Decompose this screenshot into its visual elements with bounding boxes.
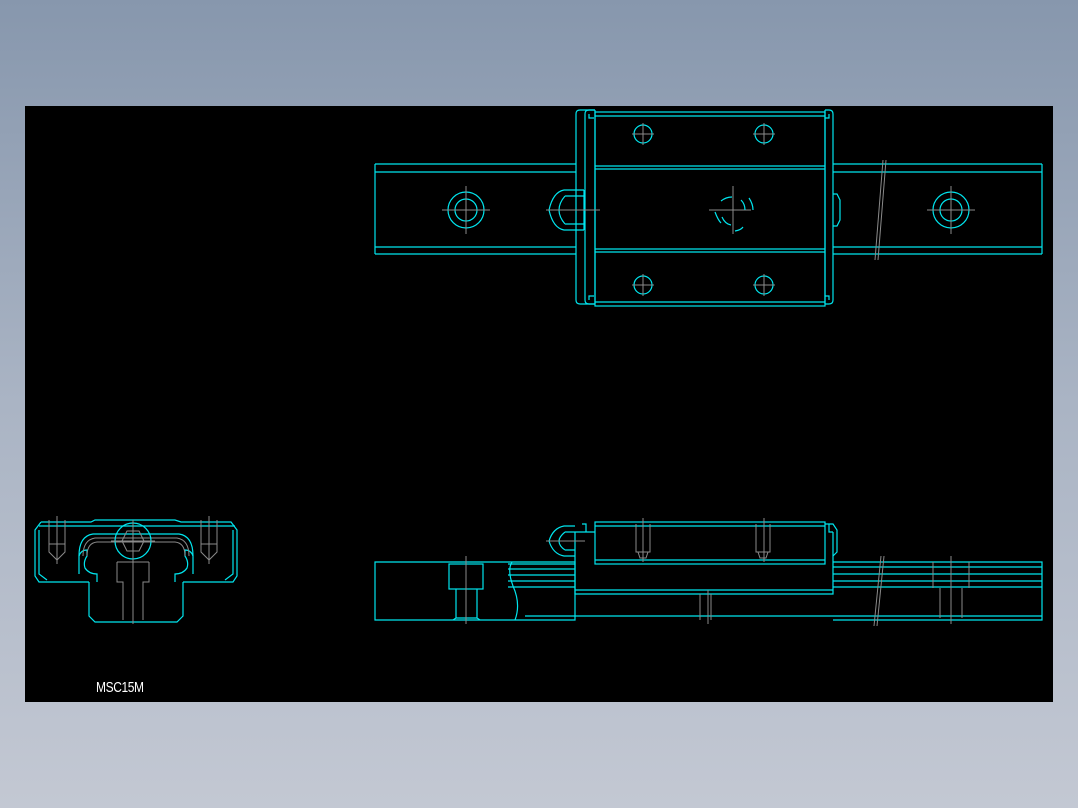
end-view (34, 516, 238, 624)
rail-right (833, 163, 1043, 255)
cad-drawing (34, 109, 1043, 627)
rail-side-left (374, 561, 576, 621)
grease-nipple (546, 189, 600, 231)
grease-nipple-side (546, 525, 585, 557)
carriage-body (594, 111, 826, 307)
side-view (374, 518, 1043, 627)
rail-hole-right (927, 186, 975, 234)
carriage-side (574, 521, 838, 595)
break-line-side (873, 555, 885, 627)
end-seal-bump (833, 193, 841, 227)
part-label: MSC15M (96, 679, 144, 696)
rail-left (374, 163, 576, 255)
carriage-end-right (824, 109, 834, 305)
rail-hole-left (442, 186, 490, 234)
break-line (874, 159, 887, 261)
cad-viewport[interactable]: MSC15M (25, 106, 1053, 702)
carriage-bolt-holes (632, 123, 775, 296)
carriage-bolts-side (635, 518, 771, 562)
rail-bolts-side (699, 556, 970, 624)
rail-side-right (833, 561, 1043, 621)
carriage-end-left (575, 109, 596, 305)
rail-bolt-section (448, 556, 484, 624)
top-view (374, 109, 1043, 307)
center-mark (709, 186, 754, 234)
